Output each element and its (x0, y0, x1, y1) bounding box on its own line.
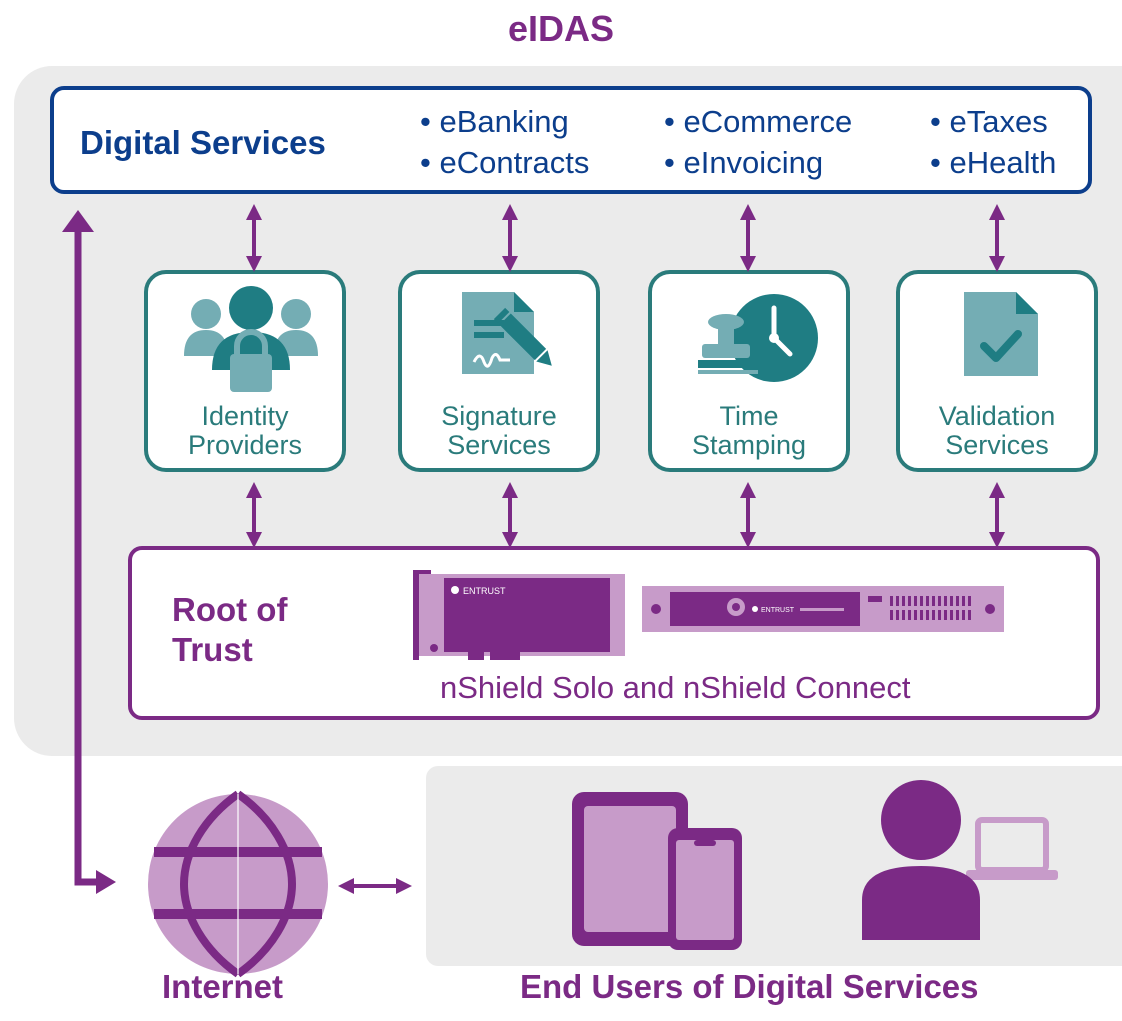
identity-providers-box: Identity Providers (144, 270, 346, 472)
connector-arrows (74, 204, 1005, 894)
nshield-connect-appliance: ENTRUST (642, 586, 1004, 632)
internet-label: Internet (162, 968, 284, 1005)
identity-providers-label: Identity Providers (148, 402, 342, 460)
service-item-etaxes: • eTaxes (930, 104, 1048, 139)
signature-services-line1: Signature (441, 401, 557, 431)
tablet-phone-icon (572, 792, 742, 950)
identity-providers-line1: Identity (201, 401, 289, 431)
clock-stamp-icon (698, 294, 818, 382)
digital-services-box (50, 86, 1092, 194)
time-stamping-box: Time Stamping (648, 270, 850, 472)
digital-services-title: Digital Services (80, 124, 326, 161)
time-stamping-line2: Stamping (691, 430, 807, 460)
validation-services-line2: Services (945, 430, 1049, 460)
signature-services-line2: Services (447, 430, 551, 460)
root-of-trust-subtitle: nShield Solo and nShield Connect (440, 670, 911, 705)
signed-document-pen-icon (462, 292, 552, 374)
time-stamping-line1: Time (719, 401, 779, 431)
validation-services-box: Validation Services (896, 270, 1098, 472)
service-item-ehealth: • eHealth (930, 145, 1057, 180)
service-item-ecommerce: • eCommerce (664, 104, 853, 139)
solo-brand-text: ENTRUST (463, 586, 506, 596)
connect-brand-text: ENTRUST (761, 607, 795, 614)
validation-services-line1: Validation (938, 401, 1056, 431)
document-check-icon (964, 292, 1038, 376)
root-of-trust-title: Root of Trust (172, 591, 288, 668)
service-item-einvoicing: • eInvoicing (664, 145, 824, 180)
end-users-label: End Users of Digital Services (520, 968, 979, 1005)
arrow-internet-digital-services (74, 228, 100, 886)
service-item-ebanking: • eBanking (420, 104, 569, 139)
signature-services-box: Signature Services (398, 270, 600, 472)
page-title: eIDAS (507, 8, 615, 49)
time-stamping-label: Time Stamping (652, 402, 846, 460)
identity-users-lock-icon (184, 286, 318, 392)
validation-services-label: Validation Services (900, 402, 1094, 460)
identity-providers-line2: Providers (187, 430, 303, 460)
arrow-head-right (96, 870, 116, 894)
nshield-solo-card: ENTRUST (413, 570, 625, 660)
globe-icon (148, 790, 328, 978)
user-laptop-icon (862, 780, 1058, 940)
end-users-panel (426, 766, 1122, 966)
arrow-head-up (62, 210, 94, 232)
service-item-econtracts: • eContracts (420, 145, 590, 180)
signature-services-label: Signature Services (402, 402, 596, 460)
